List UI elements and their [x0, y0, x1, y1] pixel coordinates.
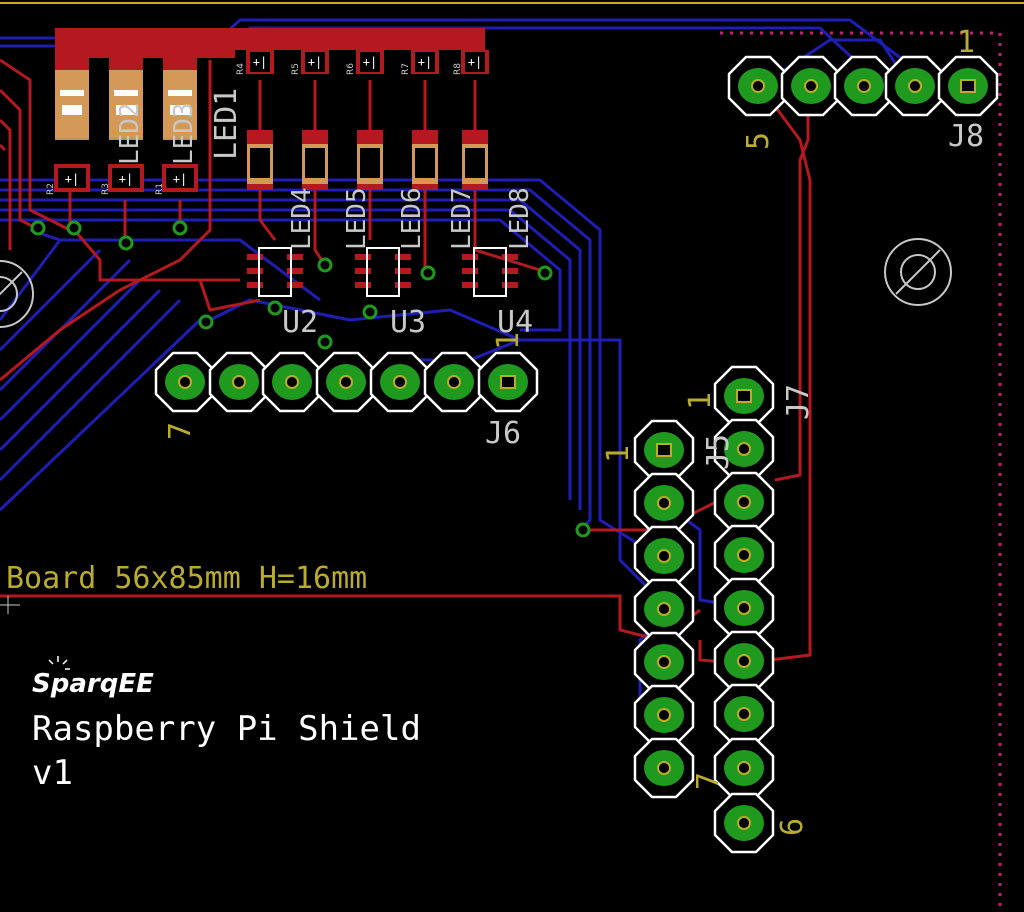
- label-r5: R5: [291, 63, 301, 75]
- label-led3: LED3: [169, 102, 199, 165]
- svg-text:+|: +|: [468, 55, 482, 69]
- label-led2: LED2: [115, 102, 145, 165]
- sparqee-logo: SparqEE: [32, 656, 154, 699]
- label-led1: LED1: [209, 88, 244, 160]
- j8-pad: [937, 55, 999, 117]
- j6-pad: [315, 351, 377, 413]
- ic-footprints: [247, 247, 518, 297]
- label-j7: J7: [781, 384, 816, 420]
- j7-pad: [713, 577, 775, 639]
- label-led5: LED5: [342, 187, 372, 250]
- resistor-footprints-top: +| +| +| +| +|: [246, 50, 489, 74]
- j8-pad: [833, 55, 895, 117]
- j6-pad: [477, 351, 539, 413]
- pin-label-j8-last: 5: [741, 132, 776, 150]
- j7-pad: [713, 630, 775, 692]
- label-u2: U2: [282, 305, 318, 340]
- label-r8: R8: [453, 63, 463, 75]
- label-r2: R2: [46, 183, 56, 195]
- j7-pad: [713, 792, 775, 854]
- j5-pad: [633, 472, 695, 534]
- svg-text:+|: +|: [363, 55, 377, 69]
- j5-pad: [633, 684, 695, 746]
- label-u4: U4: [497, 305, 533, 340]
- pin-label-j7-last: 9: [772, 818, 807, 836]
- svg-text:+|: +|: [418, 55, 432, 69]
- j5-pad: [633, 737, 695, 799]
- j6-pad: [208, 351, 270, 413]
- product-title: Raspberry Pi Shield: [32, 709, 421, 749]
- label-j6: J6: [485, 416, 521, 451]
- svg-text:+|: +|: [65, 172, 79, 186]
- j6-pad: [423, 351, 485, 413]
- pin-label-j6-last: 7: [163, 422, 198, 440]
- j8-pad: [780, 55, 842, 117]
- j7-pad: [713, 418, 775, 480]
- header-j7-pads: [713, 365, 775, 854]
- j6-pad: [369, 351, 431, 413]
- j7-pad: [713, 683, 775, 745]
- vias: [30, 220, 591, 538]
- label-led6: LED6: [397, 187, 427, 250]
- led-footprints-top: [55, 50, 197, 140]
- svg-text:+|: +|: [119, 172, 133, 186]
- j7-pad: [713, 524, 775, 586]
- header-j8-pads: [727, 55, 999, 117]
- j6-pad: [261, 351, 323, 413]
- label-j5: J5: [701, 434, 736, 470]
- label-u3: U3: [390, 305, 426, 340]
- j7-pad: [713, 737, 775, 799]
- brand-name: SparqEE: [32, 669, 154, 699]
- pin-label-j8-first: 1: [957, 25, 975, 60]
- j5-pad: [633, 631, 695, 693]
- label-r6: R6: [346, 63, 356, 75]
- label-led7: LED7: [447, 187, 477, 250]
- label-j8: J8: [948, 119, 984, 154]
- j8-pad: [884, 55, 946, 117]
- svg-text:+|: +|: [173, 172, 187, 186]
- label-r3: R3: [101, 183, 111, 195]
- label-r1: R1: [155, 183, 165, 195]
- label-led8: LED8: [505, 187, 535, 250]
- label-led4: LED4: [287, 187, 317, 250]
- led-footprints-mid: [247, 130, 488, 190]
- svg-text:+|: +|: [253, 55, 267, 69]
- header-j5-pads: [633, 419, 695, 799]
- label-r4: R4: [236, 63, 246, 75]
- j6-pad: [154, 351, 216, 413]
- pin-label-j5-first: 1: [601, 445, 636, 463]
- j8-pad: [727, 55, 789, 117]
- svg-text:+|: +|: [308, 55, 322, 69]
- label-r7: R7: [401, 63, 411, 75]
- pin-label-j6-first: 1: [491, 332, 526, 350]
- j5-pad: [633, 525, 695, 587]
- version-label: v1: [32, 753, 73, 793]
- j7-pad: [713, 471, 775, 533]
- resistor-footprints-mid: +| +| +|: [54, 164, 198, 192]
- dimension-edge: [720, 31, 1002, 912]
- pin-label-j5-last: 7: [691, 772, 726, 790]
- j5-pad: [633, 419, 695, 481]
- pin-label-j7-first: 1: [683, 392, 718, 410]
- mounting-holes: [0, 238, 952, 328]
- header-j6-pads: [154, 351, 539, 413]
- j7-pad: [713, 365, 775, 427]
- j5-pad: [633, 578, 695, 640]
- top-copper-traces: [0, 58, 812, 667]
- board-dimension-label: Board 56x85mm H=16mm: [6, 561, 367, 596]
